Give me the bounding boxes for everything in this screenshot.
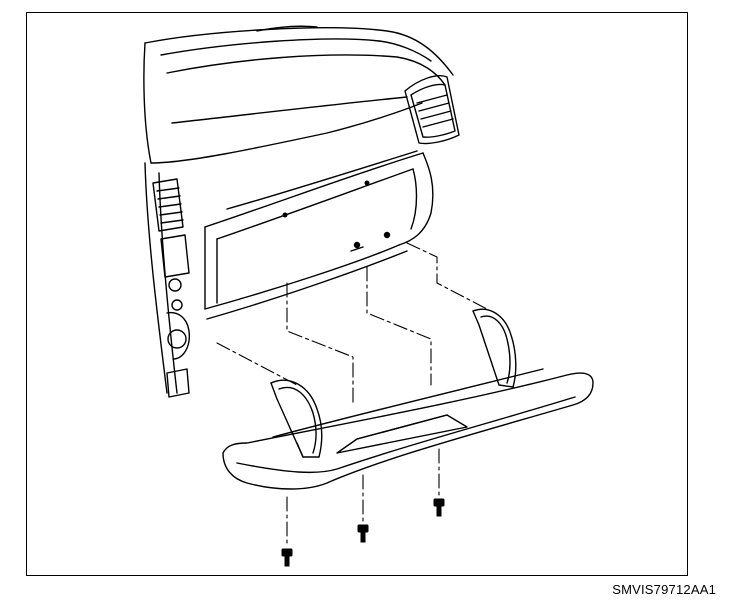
dashboard-outline [143, 25, 454, 164]
screw-center [357, 524, 369, 543]
glove-box-removal-diagram [143, 25, 594, 567]
alignment-line-left [286, 282, 354, 406]
left-check-arm [270, 379, 323, 458]
alignment-line-center [366, 266, 432, 386]
glove-box-door [222, 368, 594, 490]
right-check-arm [472, 308, 517, 388]
glove-box-opening [204, 150, 434, 320]
alignment-lines [216, 242, 488, 544]
center-console [144, 162, 190, 398]
screw-right [433, 498, 445, 517]
alignment-line-left-arm [216, 342, 298, 386]
figure-caption: SMVIS79712AA1 [612, 582, 716, 597]
right-air-vent [404, 75, 460, 145]
illustration-frame [26, 12, 688, 576]
alignment-line-right [406, 242, 488, 310]
screw-left [281, 548, 293, 567]
